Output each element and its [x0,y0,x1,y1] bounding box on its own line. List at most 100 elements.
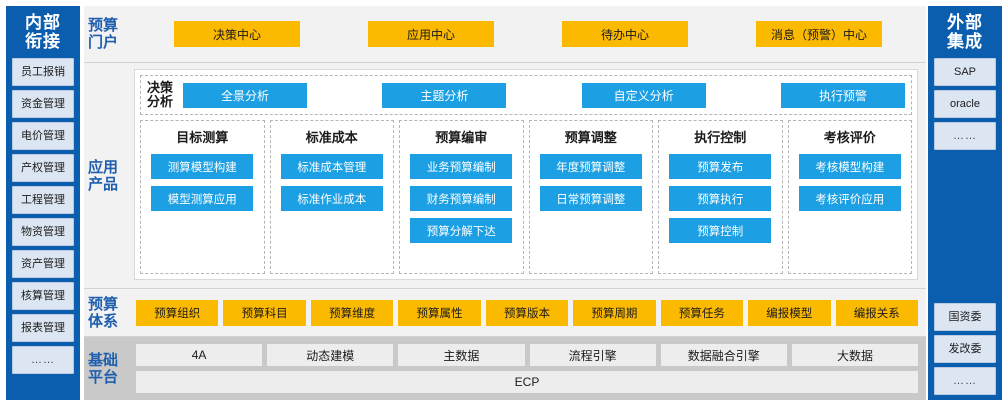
system-item-budget-dimension[interactable]: 预算维度 [310,299,394,326]
product-column-title-1: 标准成本 [305,130,358,145]
system-item-budget-cycle[interactable]: 预算周期 [573,299,656,326]
platform-item-data-fusion-engine[interactable]: 数据融合引擎 [660,344,787,366]
center-stack: 预算 门户 决策中心 应用中心 待办中心 消息（预警）中心 应用 产品 决策 分 [84,6,926,400]
product-columns: 目标测算 测算模型构建 模型测算应用 标准成本 标准成本管理 标准作业成本 预算… [140,120,912,274]
platform-stack: 4A 动态建模 主数据 流程引擎 数据融合引擎 大数据 ECP [134,337,926,400]
left-panel-item-3[interactable]: 产权管理 [12,154,74,182]
band-portal-label: 预算 门户 [84,17,134,51]
decision-item-execution-alert[interactable]: 执行预警 [780,82,905,108]
right-panel-title-line-1: 外部 [947,13,983,32]
decision-analysis-label-line-2: 分析 [147,94,174,109]
right-panel-item-sap[interactable]: SAP [934,58,996,86]
product-column-title-5: 考核评价 [823,130,876,145]
portal-items: 决策中心 应用中心 待办中心 消息（预警）中心 [134,21,926,47]
band-platform-label-line-1: 基础 [88,351,119,369]
product-column-budget-adjustment: 预算调整 年度预算调整 日常预算调整 [528,120,653,274]
band-portal-label-line-2: 门户 [88,34,119,51]
product-item-4-2[interactable]: 预算控制 [669,218,772,243]
system-item-budget-attribute[interactable]: 预算属性 [398,299,481,326]
portal-item-decision-center[interactable]: 决策中心 [174,21,300,47]
left-panel-title: 内部 衔接 [25,13,61,51]
product-column-standard-cost: 标准成本 标准成本管理 标准作业成本 [269,120,394,274]
left-panel-item-4[interactable]: 工程管理 [12,186,74,214]
system-item-budget-version[interactable]: 预算版本 [485,299,569,326]
right-panel-title: 外部 集成 [947,13,983,51]
band-system-label-line-2: 体系 [88,312,119,330]
product-column-assessment-evaluation: 考核评价 考核模型构建 考核评价应用 [787,120,912,274]
band-products-label: 应用 产品 [84,63,134,288]
product-item-0-0[interactable]: 测算模型构建 [151,154,254,179]
product-item-5-1[interactable]: 考核评价应用 [798,186,901,211]
product-item-3-1[interactable]: 日常预算调整 [539,186,642,211]
band-platform-label-line-2: 平台 [88,368,119,386]
platform-row: 4A 动态建模 主数据 流程引擎 数据融合引擎 大数据 [136,344,919,366]
decision-analysis-items: 全景分析 主题分析 自定义分析 执行预警 [181,82,905,108]
product-item-4-0[interactable]: 预算发布 [669,154,772,179]
product-column-title-0: 目标测算 [176,130,229,145]
platform-item-dynamic-modeling[interactable]: 动态建模 [267,344,394,366]
portal-item-message-center[interactable]: 消息（预警）中心 [756,21,882,47]
left-panel-title-line-1: 内部 [25,13,61,32]
right-panel-item-more-top[interactable]: …… [934,122,996,150]
product-item-2-0[interactable]: 业务预算编制 [410,154,513,179]
decision-item-panorama-analysis[interactable]: 全景分析 [183,82,307,108]
products-frame: 决策 分析 全景分析 主题分析 自定义分析 执行预警 目标测算 测算模型构建 模 [134,69,918,280]
band-system-label-line-1: 预算 [88,295,119,313]
right-panel-item-ndrc[interactable]: 发改委 [934,335,996,363]
product-item-1-0[interactable]: 标准成本管理 [280,154,383,179]
right-panel-item-sasac[interactable]: 国资委 [934,303,996,331]
decision-item-custom-analysis[interactable]: 自定义分析 [581,82,706,108]
left-panel-item-5[interactable]: 物资管理 [12,218,74,246]
right-panel-title-line-2: 集成 [947,32,983,51]
product-item-5-0[interactable]: 考核模型构建 [798,154,901,179]
platform-item-4a[interactable]: 4A [136,344,263,366]
decision-analysis-box: 决策 分析 全景分析 主题分析 自定义分析 执行预警 [140,75,912,115]
product-column-execution-control: 执行控制 预算发布 预算执行 预算控制 [658,120,783,274]
platform-item-ecp[interactable]: ECP [136,371,918,393]
right-panel-external-integration: 外部 集成 SAP oracle …… 国资委 发改委 …… [928,6,1002,400]
decision-item-topic-analysis[interactable]: 主题分析 [382,82,507,108]
system-item-report-model[interactable]: 编报模型 [748,299,831,326]
product-item-1-1[interactable]: 标准作业成本 [280,186,383,211]
product-item-2-2[interactable]: 预算分解下达 [410,218,513,243]
right-panel-item-more-bottom[interactable]: …… [934,367,996,395]
product-column-target-calculation: 目标测算 测算模型构建 模型测算应用 [140,120,265,274]
portal-item-application-center[interactable]: 应用中心 [368,21,494,47]
band-system-label: 预算 体系 [84,296,134,330]
left-panel-item-0[interactable]: 员工报销 [12,58,74,86]
left-panel-internal-integration: 内部 衔接 员工报销 资金管理 电价管理 产权管理 工程管理 物资管理 资产管理… [6,6,80,400]
band-platform-label: 基础 平台 [84,337,134,400]
left-panel-title-line-2: 衔接 [25,32,61,51]
band-base-platform: 基础 平台 4A 动态建模 主数据 流程引擎 数据融合引擎 大数据 ECP [84,336,926,400]
system-item-report-relation[interactable]: 编报关系 [835,299,918,326]
portal-item-todo-center[interactable]: 待办中心 [562,21,688,47]
left-panel-item-7[interactable]: 核算管理 [12,282,74,310]
left-panel-item-2[interactable]: 电价管理 [12,122,74,150]
system-item-budget-task[interactable]: 预算任务 [660,299,744,326]
decision-analysis-label: 决策 分析 [147,81,181,109]
system-items: 预算组织 预算科目 预算维度 预算属性 预算版本 预算周期 预算任务 编报模型 … [134,299,926,326]
band-products-label-line-2: 产品 [88,175,119,193]
left-panel-item-8[interactable]: 报表管理 [12,314,74,342]
decision-analysis-label-line-1: 决策 [147,80,174,95]
product-item-0-1[interactable]: 模型测算应用 [151,186,254,211]
system-item-budget-subject[interactable]: 预算科目 [223,299,306,326]
product-item-4-1[interactable]: 预算执行 [669,186,772,211]
product-column-title-3: 预算调整 [564,130,617,145]
left-panel-item-1[interactable]: 资金管理 [12,90,74,118]
platform-item-process-engine[interactable]: 流程引擎 [529,344,656,366]
left-panel-item-6[interactable]: 资产管理 [12,250,74,278]
band-application-products: 应用 产品 决策 分析 全景分析 主题分析 自定义分析 执行预警 [84,62,926,288]
right-panel-item-oracle[interactable]: oracle [934,90,996,118]
left-panel-item-more[interactable]: …… [12,346,74,374]
system-item-budget-organization[interactable]: 预算组织 [136,299,219,326]
platform-item-master-data[interactable]: 主数据 [398,344,525,366]
band-budget-portal: 预算 门户 决策中心 应用中心 待办中心 消息（预警）中心 [84,6,926,62]
product-item-3-0[interactable]: 年度预算调整 [539,154,642,179]
product-column-title-2: 预算编审 [435,130,488,145]
product-column-budget-compilation-review: 预算编审 业务预算编制 财务预算编制 预算分解下达 [399,120,524,274]
platform-item-big-data[interactable]: 大数据 [791,344,919,366]
band-portal-label-line-1: 预算 [88,17,119,34]
product-item-2-1[interactable]: 财务预算编制 [410,186,513,211]
